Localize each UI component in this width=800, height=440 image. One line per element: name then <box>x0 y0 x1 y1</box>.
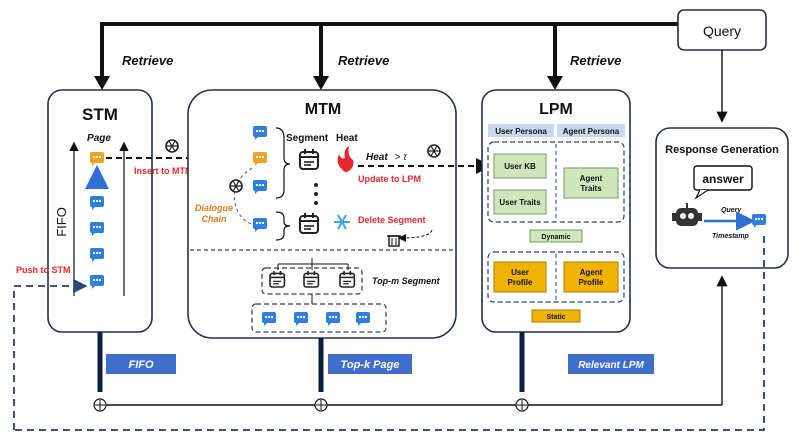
snowflake-icon <box>334 214 350 230</box>
insert-to-mtm-label: Insert to MTM <box>134 166 193 176</box>
agent-persona-label: Agent Persona <box>563 127 620 136</box>
segment-icon <box>299 212 319 234</box>
retrieve-label-2: Retrieve <box>338 53 389 68</box>
response-panel <box>655 127 789 269</box>
update-to-lpm-label: Update to LPM <box>358 174 421 184</box>
segment-brace <box>275 127 291 199</box>
segment-brace <box>275 211 291 241</box>
lpm-title: LPM <box>539 101 573 118</box>
topk-bottom-label: Top-k Page <box>341 359 400 371</box>
delete-arrow <box>398 229 433 242</box>
user-kb-label: User KB <box>504 162 536 171</box>
topm-segment-label: Top-m Segment <box>372 276 441 286</box>
query-box: Query <box>677 9 767 51</box>
user-persona-label: User Persona <box>495 127 547 136</box>
response-title: Response Generation <box>665 144 779 156</box>
agent-traits-box <box>563 167 619 199</box>
stm-fifo-side-label: FIFO <box>54 207 69 237</box>
query-label: Query <box>703 23 741 39</box>
agent-profile-label-1: Agent <box>580 268 603 277</box>
agent-traits-label-1: Agent <box>580 174 603 183</box>
dynamic-label: Dynamic <box>541 234 570 241</box>
openai-icon <box>165 139 179 153</box>
topk-tag <box>328 354 412 374</box>
dialogue-chain-label-1: Dialogue <box>195 203 233 213</box>
answer-label: answer <box>702 172 744 186</box>
static-tag <box>531 309 581 323</box>
output-bus <box>97 275 728 406</box>
user-persona-header <box>488 124 554 137</box>
user-traits-box <box>493 189 547 215</box>
mtm-title: MTM <box>305 101 341 118</box>
ellipsis-dot <box>314 201 318 205</box>
agent-persona-header <box>557 124 625 137</box>
agent-profile-box <box>563 261 619 293</box>
response-query-label: Query <box>721 207 742 214</box>
dynamic-group <box>487 141 625 223</box>
relevant-lpm-tag <box>568 354 654 374</box>
pages-group <box>251 303 387 333</box>
dialogue-chain-label-2: Chain <box>201 214 227 224</box>
retrieve-label-1: Retrieve <box>122 53 173 68</box>
retrieve-label-3: Retrieve <box>570 53 621 68</box>
mtm-panel <box>187 89 457 339</box>
push-to-stm-path <box>13 278 88 430</box>
answer-tail <box>694 189 709 200</box>
push-to-stm-label: Push to STM <box>16 265 71 275</box>
heat-label: Heat <box>336 133 358 144</box>
user-traits-label: User Traits <box>499 198 541 207</box>
plus-circle-icon <box>93 398 107 412</box>
plus-circle-icon <box>515 398 529 412</box>
user-kb-box <box>493 153 547 179</box>
stm-title: STM <box>82 105 118 124</box>
stm-page-label: Page <box>87 133 111 144</box>
delete-segment-label: Delete Segment <box>358 215 426 225</box>
user-profile-box <box>493 261 547 293</box>
trash-icon <box>387 235 401 247</box>
ellipsis-dot <box>314 183 318 187</box>
fifo-tag <box>106 354 176 374</box>
ellipsis-dot <box>314 192 318 196</box>
agent-profile-label-2: Profile <box>579 278 604 287</box>
plus-circle-icon <box>314 398 328 412</box>
user-profile-label-1: User <box>511 268 529 277</box>
retrieve-bus <box>94 22 680 90</box>
fifo-bottom-label: FIFO <box>128 359 153 371</box>
segment-label: Segment <box>286 133 329 144</box>
user-profile-label-2: Profile <box>508 278 533 287</box>
static-group <box>487 251 625 303</box>
topm-segment-group <box>261 258 363 304</box>
segment-icon <box>299 148 319 170</box>
relevant-lpm-bottom-label: Relevant LPM <box>578 360 644 371</box>
dynamic-tag <box>529 229 583 243</box>
heat-condition-label: Heat > τ <box>366 152 408 163</box>
agent-traits-label-2: Traits <box>580 184 602 193</box>
static-label: Static <box>546 314 565 321</box>
feedback-loop-path <box>14 236 765 431</box>
answer-box <box>693 165 753 191</box>
fire-icon <box>337 146 354 172</box>
robot-icon <box>672 203 702 226</box>
timestamp-label: Timestamp <box>712 233 750 240</box>
